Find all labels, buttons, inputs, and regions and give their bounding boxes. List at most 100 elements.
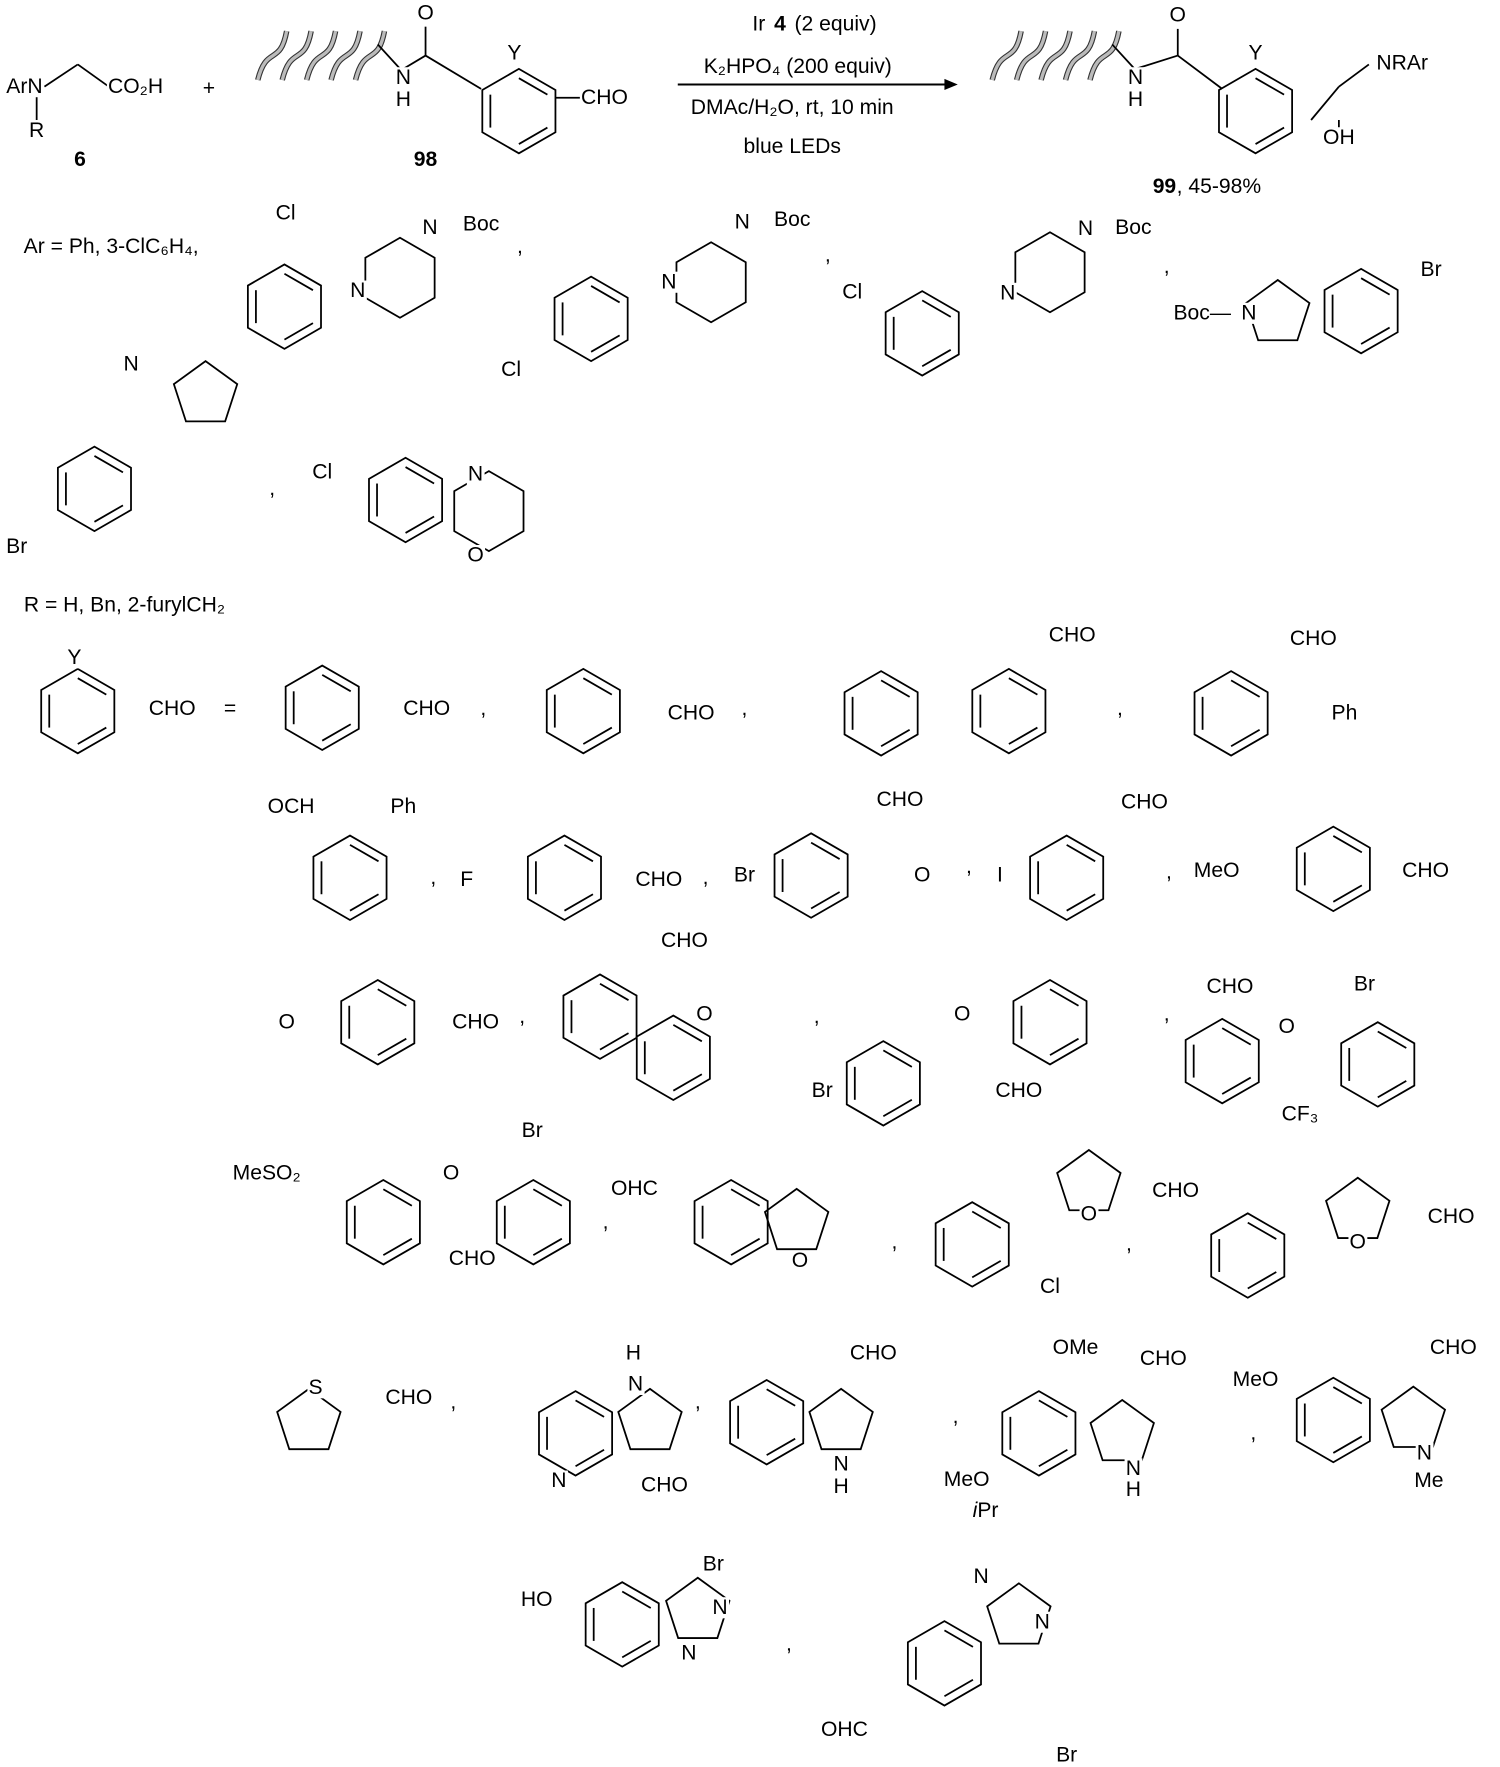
double-bond <box>971 1210 1002 1229</box>
double-bond <box>93 504 124 523</box>
double-bond <box>599 982 629 1001</box>
double-bond <box>921 349 952 368</box>
double-bond <box>880 679 911 698</box>
dna-helix-icon <box>1063 30 1097 81</box>
atom-label: Ar = Ph, 3-ClC₆H₄, <box>23 234 199 259</box>
benzene-ring <box>693 1178 769 1266</box>
separator: , <box>1163 254 1170 279</box>
five-membered-ring <box>1380 1385 1447 1448</box>
double-bond <box>766 1388 796 1407</box>
atom-label: Y <box>66 646 83 670</box>
double-bond <box>1255 77 1285 96</box>
benzene-ring <box>1184 1017 1260 1105</box>
benzene-ring <box>56 445 132 533</box>
dna-helix-icon <box>280 30 313 81</box>
double-bond <box>1049 1037 1079 1056</box>
atom-label: CHO <box>639 1473 690 1498</box>
atom-label: N <box>1240 301 1258 325</box>
dna-helix-icon <box>305 30 338 81</box>
atom-label: O <box>952 1002 972 1027</box>
separator: , <box>694 1390 701 1414</box>
benzene-ring <box>345 1178 421 1266</box>
atom-label: CHO <box>1288 627 1338 651</box>
double-bond <box>518 77 548 96</box>
double-bond <box>1332 1435 1363 1454</box>
atom-label: CHO <box>1426 1204 1476 1229</box>
double-bond <box>1247 1271 1277 1290</box>
atom-label: OCH <box>266 794 316 819</box>
double-bond <box>810 891 841 910</box>
double-bond <box>1221 1027 1252 1046</box>
double-bond <box>590 285 621 304</box>
separator: , <box>785 1632 792 1657</box>
atom-label: , 45-98% <box>1175 174 1263 199</box>
atom-label: O <box>790 1249 810 1273</box>
compound-number-label: 4 <box>774 12 786 37</box>
separator: , <box>952 1404 959 1429</box>
atom-label: N <box>1126 66 1145 90</box>
double-bond <box>532 1237 563 1256</box>
bond <box>402 54 427 70</box>
atom-label: Br <box>1352 972 1377 997</box>
atom-label: O <box>912 863 932 888</box>
atom-label: Br <box>1419 258 1443 282</box>
double-bond <box>672 1024 703 1043</box>
double-bond <box>621 1590 652 1609</box>
double-bond <box>882 1049 913 1068</box>
atom-label: CHO <box>1119 790 1170 814</box>
atom-label: CHO <box>579 86 630 110</box>
separator: , <box>602 1210 609 1234</box>
double-bond <box>1066 893 1096 912</box>
double-bond <box>382 1188 413 1207</box>
separator: , <box>450 1390 457 1414</box>
double-bond <box>377 1037 407 1056</box>
dna-helix-icon <box>353 30 387 81</box>
atom-label: K₂HPO₄ (200 equiv) <box>703 54 892 79</box>
benzene-ring <box>845 1040 921 1127</box>
atom-label: N <box>626 1372 645 1397</box>
dna-helix-icon <box>990 30 1023 81</box>
saturated-ring <box>1014 231 1086 314</box>
benzene-ring <box>526 834 602 922</box>
atom-label: Cl <box>311 460 334 484</box>
separator: , <box>824 243 831 268</box>
double-bond <box>766 1437 796 1456</box>
benzene-ring <box>40 667 116 755</box>
atom-label: blue LEDs <box>743 134 841 159</box>
bond <box>43 63 79 88</box>
separator: , <box>741 697 748 721</box>
atom-label: CHO <box>659 929 710 953</box>
atom-label: Br <box>810 1079 834 1103</box>
atom-label: N <box>122 352 140 377</box>
atom-label: CHO <box>848 1341 898 1365</box>
benzene-ring <box>906 1620 982 1707</box>
benzene-ring <box>1193 670 1269 757</box>
double-bond <box>77 677 107 696</box>
atom-label: iPr <box>971 1499 1000 1523</box>
double-bond <box>1049 988 1079 1007</box>
saturated-ring <box>453 470 525 553</box>
atom-label: O <box>1277 1014 1296 1039</box>
atom-label: HO <box>519 1588 554 1612</box>
atom-label: CHO <box>1400 859 1451 883</box>
separator: , <box>269 477 276 501</box>
atom-label: CHO <box>450 1010 501 1034</box>
atom-label: Cl <box>841 280 864 304</box>
atom-label: Cl <box>1038 1274 1062 1299</box>
atom-label: N <box>680 1641 698 1665</box>
separator: , <box>813 1004 820 1029</box>
double-bond <box>1255 126 1285 145</box>
atom-label: OHC <box>609 1177 660 1201</box>
double-bond <box>943 1629 974 1648</box>
atom-label: R = H, Bn, 2-furylCH₂ <box>23 593 226 618</box>
separator: , <box>1163 1002 1170 1027</box>
atom-label: Br <box>520 1119 544 1143</box>
atom-label: N <box>550 1469 568 1493</box>
atom-label: N <box>1076 217 1095 241</box>
double-bond <box>1360 326 1391 345</box>
atom-label: H <box>394 88 413 112</box>
double-bond <box>1377 1030 1407 1049</box>
atom-label: Me <box>1413 1469 1445 1493</box>
five-membered-ring <box>808 1387 874 1451</box>
